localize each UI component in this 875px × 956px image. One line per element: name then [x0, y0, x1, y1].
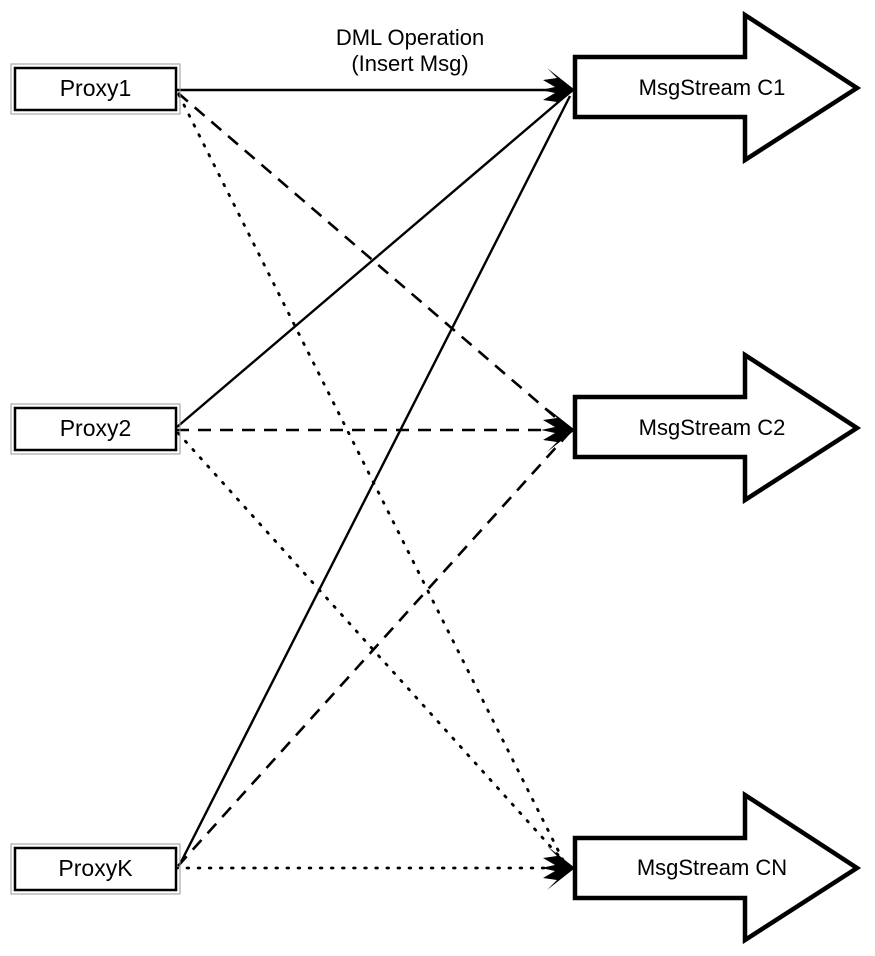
- edge-group: [174, 88, 572, 870]
- proxy-node-proxy2[interactable]: Proxy2: [10, 403, 181, 455]
- stream-node-cn[interactable]: MsgStream CN: [572, 790, 862, 945]
- stream-node-c2[interactable]: MsgStream C2: [572, 350, 862, 505]
- proxy-box-2[interactable]: [13, 406, 178, 452]
- edge-proxyk-to-stream-c2: [177, 432, 570, 867]
- edge-proxyk-to-stream-c1: [178, 95, 572, 865]
- proxy-box-shadow-2: [10, 403, 181, 455]
- proxy-label-2: Proxy2: [60, 415, 132, 441]
- edge-proxy1-to-stream-cn: [177, 93, 568, 868]
- proxy-box-k[interactable]: [13, 846, 178, 892]
- proxy-box-shadow-1: [10, 63, 181, 115]
- arrowhead-icon-stream-c1: [541, 68, 575, 112]
- proxy-node-proxyk[interactable]: ProxyK: [10, 843, 181, 895]
- arrowhead-group: [541, 68, 575, 890]
- edge-label-line1: DML Operation: [336, 25, 484, 50]
- stream-label-c1: MsgStream C1: [639, 75, 786, 100]
- proxy-box-shadow-k: [10, 843, 181, 895]
- edge-proxy1-to-stream-c2: [177, 92, 569, 429]
- arrowhead-icon-stream-c2: [541, 408, 575, 452]
- block-arrow-icon-c1[interactable]: [572, 10, 862, 165]
- proxy-box-1[interactable]: [13, 66, 178, 112]
- proxy-label-1: Proxy1: [60, 75, 132, 101]
- stream-label-cn: MsgStream CN: [637, 855, 787, 880]
- block-arrow-icon-c2[interactable]: [572, 350, 862, 505]
- edge-proxy2-to-stream-c1: [176, 92, 570, 428]
- block-arrow-icon-cn[interactable]: [572, 790, 862, 945]
- proxy-node-proxy1[interactable]: Proxy1: [10, 63, 181, 115]
- edge-label-line2: (Insert Msg): [351, 51, 468, 76]
- proxy-label-k: ProxyK: [58, 855, 133, 881]
- edge-label-dml-operation: DML Operation (Insert Msg): [336, 25, 484, 76]
- stream-node-c1[interactable]: MsgStream C1: [572, 10, 862, 165]
- stream-label-c2: MsgStream C2: [639, 415, 786, 440]
- arrowhead-icon-stream-cn: [541, 846, 575, 890]
